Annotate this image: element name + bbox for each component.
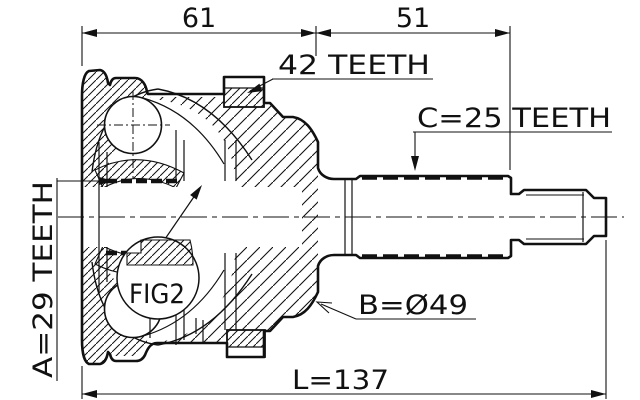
dimensions <box>56 26 612 399</box>
figure-ref-label: FIG2 <box>129 279 185 310</box>
ring-teeth-label: 42 TEETH <box>278 50 430 81</box>
leader-arrow-42 <box>247 83 263 93</box>
dimension-arrow <box>591 390 606 398</box>
hub-spline-label: A=29 TEETH <box>28 181 59 378</box>
balloon-leader-arrow <box>190 185 202 200</box>
cage-arc <box>142 97 225 165</box>
cage-arc <box>157 88 253 161</box>
dimension-arrow <box>82 390 97 398</box>
leader-b-diameter <box>320 303 357 320</box>
length-label: L=137 <box>292 365 389 396</box>
dimension-arrow <box>301 29 316 37</box>
joint-body-outline <box>80 68 608 366</box>
boot-ring-hatch <box>227 330 265 347</box>
balloon-detail-section <box>126 239 194 266</box>
diameter-label: B=Ø49 <box>358 290 468 321</box>
inner-race-section-top <box>94 159 185 189</box>
dim-61-label: 61 <box>182 3 216 34</box>
dimension-arrow <box>82 29 97 37</box>
dimension-arrow <box>495 29 510 37</box>
open-arrow-b-diameter <box>315 301 333 314</box>
leader-arrow-a <box>99 177 114 185</box>
detail-balloon: FIG2 <box>116 185 202 320</box>
boot-ring-top <box>223 76 265 108</box>
boot-ring-bottom <box>226 329 266 358</box>
dim-51-label: 51 <box>396 3 430 34</box>
leader-arrow-c <box>411 156 419 171</box>
boot-ring-hatch <box>224 88 264 107</box>
ball-centerlines <box>97 91 170 179</box>
cage-arc <box>142 269 225 337</box>
dimension-arrow <box>316 29 331 37</box>
shoulder-section-bottom <box>157 217 318 342</box>
dimension-arrows <box>82 29 606 398</box>
shaft-spline-label: C=25 TEETH <box>417 103 611 134</box>
